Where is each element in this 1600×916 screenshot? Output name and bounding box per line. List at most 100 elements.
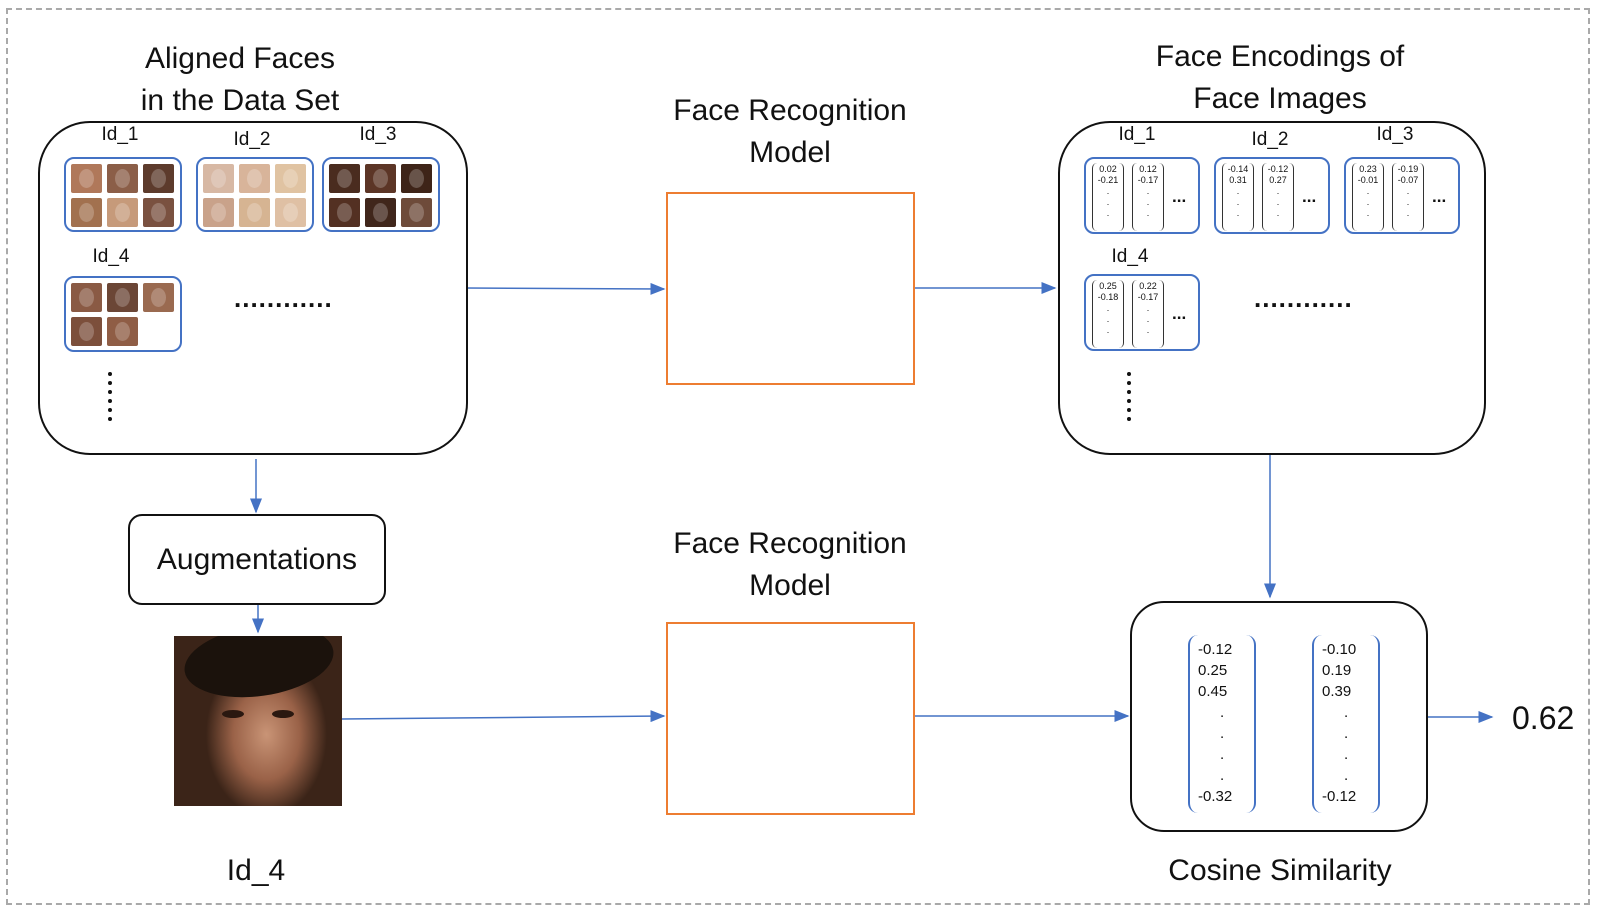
vector-dot: .	[1344, 725, 1349, 742]
face-thumbnail	[329, 198, 360, 227]
vector-dot: .	[1366, 197, 1370, 207]
face-encodings-title: Face Encodings of Face Images	[1155, 40, 1405, 115]
encoding-vector: 0.02-0.21...	[1092, 163, 1124, 231]
encoding-vector: 0.22-0.17...	[1132, 280, 1164, 348]
vector-value: -0.12	[1322, 788, 1357, 805]
vector-value: 0.25	[1198, 662, 1228, 679]
vector-dot: .	[1344, 746, 1349, 763]
vector-dot: .	[1276, 197, 1280, 207]
face-group-id3	[322, 157, 440, 232]
face-thumbnail	[143, 283, 174, 312]
vector-dot: .	[1106, 303, 1110, 313]
dataset-vertical-ellipsis	[108, 372, 112, 421]
diagram-frame	[6, 8, 1590, 905]
cosine-vector-a: -0.12 0.25 0.45.... -0.32	[1188, 635, 1256, 813]
face-thumbnail	[401, 198, 432, 227]
eye-shape	[222, 710, 244, 718]
aligned-faces-title: Aligned Faces in the Data Set	[140, 42, 340, 117]
face-thumbnail	[107, 164, 138, 193]
dataset-more-ellipsis: ............	[234, 283, 333, 313]
face-thumbnail	[71, 198, 102, 227]
vector-value: -0.14	[1227, 164, 1249, 174]
cosine-similarity-box	[1130, 601, 1428, 832]
vector-value: -0.01	[1357, 175, 1379, 185]
encoding-id-label: Id_4	[1111, 246, 1149, 267]
vector-value: -0.12	[1267, 164, 1289, 174]
vector-dot: .	[1220, 767, 1225, 784]
encoding-vector: 0.25-0.18...	[1092, 280, 1124, 348]
vector-dot: .	[1366, 208, 1370, 218]
arrow-dataset-to-model	[464, 282, 666, 295]
vector-dot: .	[1106, 208, 1110, 218]
face-thumbnail	[365, 198, 396, 227]
encoding-more-ellipsis: ...	[1432, 187, 1447, 206]
vector-dot: .	[1146, 314, 1150, 324]
model-bottom-title: Face Recognition Model	[673, 527, 907, 602]
encoding-more-ellipsis: ...	[1302, 187, 1317, 206]
vector-dot: .	[1106, 186, 1110, 196]
augmentations-box: Augmentations	[128, 514, 386, 605]
vector-dot: .	[1146, 186, 1150, 196]
vector-value: 0.31	[1229, 175, 1247, 185]
vector-dot: .	[1220, 725, 1225, 742]
face-thumbnail	[275, 198, 306, 227]
vector-value: 0.25	[1099, 281, 1117, 291]
vector-dot: .	[1366, 186, 1370, 196]
face-group-id1	[64, 157, 182, 232]
face-recognition-model-top	[666, 192, 915, 385]
vector-value: -0.07	[1397, 175, 1419, 185]
vector-dot: .	[1106, 197, 1110, 207]
model-top-title: Face Recognition Model	[673, 94, 907, 169]
face-thumbnail	[71, 164, 102, 193]
vector-value: 0.22	[1139, 281, 1157, 291]
vector-dot: .	[1344, 704, 1349, 721]
eye-shape	[272, 710, 294, 718]
vector-dot: .	[1406, 208, 1410, 218]
query-id-label: Id_4	[226, 854, 286, 887]
encodings-more-ellipsis: ............	[1254, 283, 1353, 313]
cosine-similarity-label: Cosine Similarity	[1168, 854, 1392, 887]
face-thumbnail	[275, 164, 306, 193]
vector-dot: .	[1276, 186, 1280, 196]
vector-dot: .	[1146, 303, 1150, 313]
hair-shape	[179, 636, 339, 707]
vector-dot: .	[1146, 325, 1150, 335]
vector-value: -0.12	[1198, 641, 1233, 658]
vector-value: -0.17	[1137, 292, 1159, 302]
face-group-id2	[196, 157, 314, 232]
dataset-id-label: Id_4	[92, 246, 130, 267]
face-thumbnail	[239, 164, 270, 193]
encoding-id-label: Id_3	[1376, 124, 1414, 145]
face-thumbnail	[71, 317, 102, 346]
face-thumbnail	[71, 283, 102, 312]
face-thumbnail	[365, 164, 396, 193]
vector-value: -0.17	[1137, 175, 1159, 185]
vector-value: 0.45	[1198, 683, 1228, 700]
vector-dot: .	[1236, 197, 1240, 207]
vector-dot: .	[1106, 325, 1110, 335]
vector-value: -0.32	[1198, 788, 1233, 805]
vector-dot: .	[1220, 704, 1225, 721]
encoding-id-label: Id_1	[1118, 124, 1156, 145]
vector-dot: .	[1106, 314, 1110, 324]
vector-dot: .	[1406, 186, 1410, 196]
vector-value: -0.19	[1397, 164, 1419, 174]
encoding-vector: -0.19-0.07...	[1392, 163, 1424, 231]
query-face-image	[174, 636, 342, 806]
vector-value: -0.18	[1097, 292, 1119, 302]
vector-dot: .	[1220, 746, 1225, 763]
face-thumbnail	[239, 198, 270, 227]
face-thumbnail	[143, 164, 174, 193]
vector-value: -0.21	[1097, 175, 1119, 185]
vector-value: 0.27	[1269, 175, 1287, 185]
vector-dot: .	[1146, 208, 1150, 218]
vector-value: -0.10	[1322, 641, 1357, 658]
face-thumbnail	[329, 164, 360, 193]
vector-dot: .	[1406, 197, 1410, 207]
arrow-photo-to-model	[341, 710, 666, 723]
